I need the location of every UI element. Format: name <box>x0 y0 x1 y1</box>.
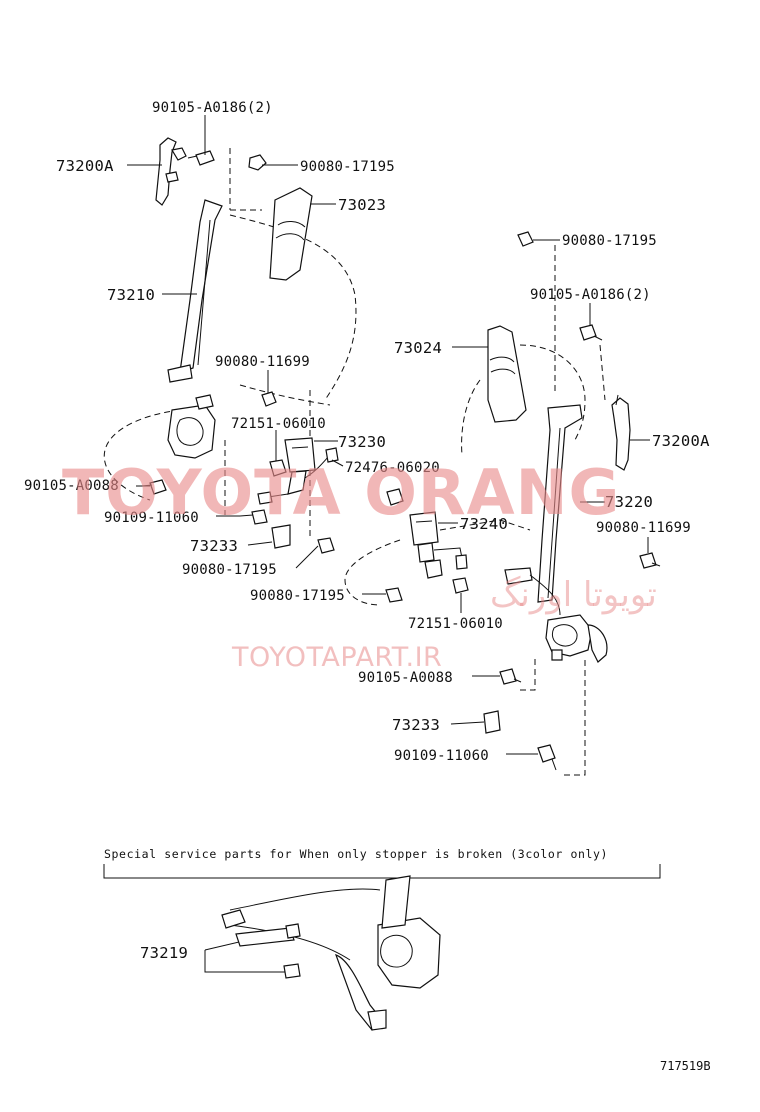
label-73233-left: 73233 <box>190 537 238 555</box>
section-note: Special service parts for When only stop… <box>104 847 608 861</box>
label-90080-17195-center: 90080-17195 <box>250 588 345 604</box>
label-90080-11699-right: 90080-11699 <box>596 520 691 536</box>
label-90105-a0088-right: 90105-A0088 <box>358 670 453 686</box>
label-73240: 73240 <box>460 515 508 533</box>
watermark-main: TOYOTA ORANG <box>62 456 620 529</box>
watermark-url: TOYOTAPART.IR <box>231 642 442 673</box>
label-90105-a0186-left: 90105-A0186(2) <box>152 100 273 116</box>
label-90105-a0186-right: 90105-A0186(2) <box>530 287 651 303</box>
section-bracket <box>103 864 661 879</box>
label-73233-right: 73233 <box>392 716 440 734</box>
label-90109-11060-right: 90109-11060 <box>394 748 489 764</box>
label-72151-06010-left: 72151-06010 <box>231 416 326 432</box>
special-service-section <box>103 864 661 1031</box>
part-labels: 90105-A0186(2) 73200A 90080-17195 73023 … <box>24 100 711 1073</box>
label-90080-17195-top-right: 90080-17195 <box>562 233 657 249</box>
label-73200a-right: 73200A <box>652 432 710 450</box>
label-90105-a0088-left: 90105-A0088 <box>24 478 119 494</box>
label-73230: 73230 <box>338 433 386 451</box>
figure-id: 717519B <box>660 1059 711 1073</box>
label-73219: 73219 <box>140 944 188 962</box>
label-73023: 73023 <box>338 196 386 214</box>
label-90080-17195-top-left: 90080-17195 <box>300 159 395 175</box>
watermark: TOYOTA ORANG تویوتا اورنگ TOYOTAPART.IR <box>62 456 657 673</box>
label-72151-06010-right: 72151-06010 <box>408 616 503 632</box>
label-90080-17195-lower-left: 90080-17195 <box>182 562 277 578</box>
label-90080-11699-left: 90080-11699 <box>215 354 310 370</box>
watermark-persian: تویوتا اورنگ <box>490 575 657 615</box>
left-seat-belt-assembly <box>103 137 357 554</box>
label-73210: 73210 <box>107 286 155 304</box>
label-73200a-left: 73200A <box>56 157 114 175</box>
right-seat-belt-assembly <box>344 231 661 776</box>
label-72476-06020: 72476-06020 <box>345 460 440 476</box>
label-73024: 73024 <box>394 339 442 357</box>
label-73220: 73220 <box>605 493 653 511</box>
leader-lines <box>127 115 650 973</box>
label-90109-11060-left: 90109-11060 <box>104 510 199 526</box>
